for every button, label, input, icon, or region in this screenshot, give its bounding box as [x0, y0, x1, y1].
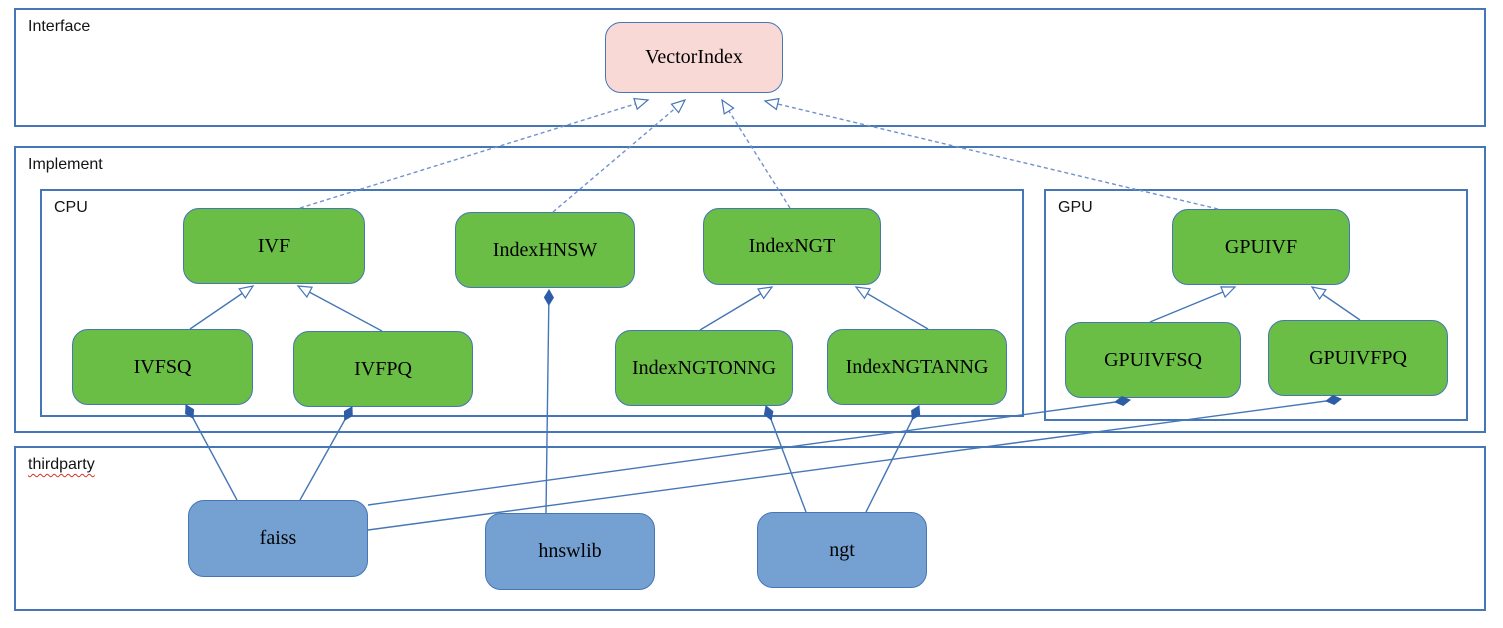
- thirdparty-section-label: thirdparty: [28, 456, 95, 473]
- node-indexngtonng: IndexNGTONNG: [615, 330, 793, 406]
- node-ivfsq: IVFSQ: [72, 329, 253, 405]
- node-ivfpq: IVFPQ: [293, 331, 473, 407]
- node-vectorindex: VectorIndex: [605, 22, 783, 93]
- cpu-section-label: CPU: [54, 199, 88, 216]
- node-gpuivfsq: GPUIVFSQ: [1065, 322, 1241, 398]
- node-indexngtanng: IndexNGTANNG: [827, 329, 1007, 405]
- node-ngt: ngt: [757, 512, 927, 588]
- node-faiss: faiss: [188, 500, 368, 577]
- node-indexhnsw: IndexHNSW: [455, 212, 635, 288]
- node-gpuivfpq: GPUIVFPQ: [1268, 320, 1448, 396]
- interface-section-label: Interface: [28, 18, 91, 35]
- implement-section-label: Implement: [28, 156, 103, 173]
- node-gpuivf: GPUIVF: [1172, 209, 1350, 285]
- node-ivf: IVF: [183, 208, 365, 284]
- gpu-section-label: GPU: [1058, 199, 1093, 216]
- node-hnswlib: hnswlib: [485, 513, 655, 590]
- node-indexngt: IndexNGT: [703, 208, 881, 285]
